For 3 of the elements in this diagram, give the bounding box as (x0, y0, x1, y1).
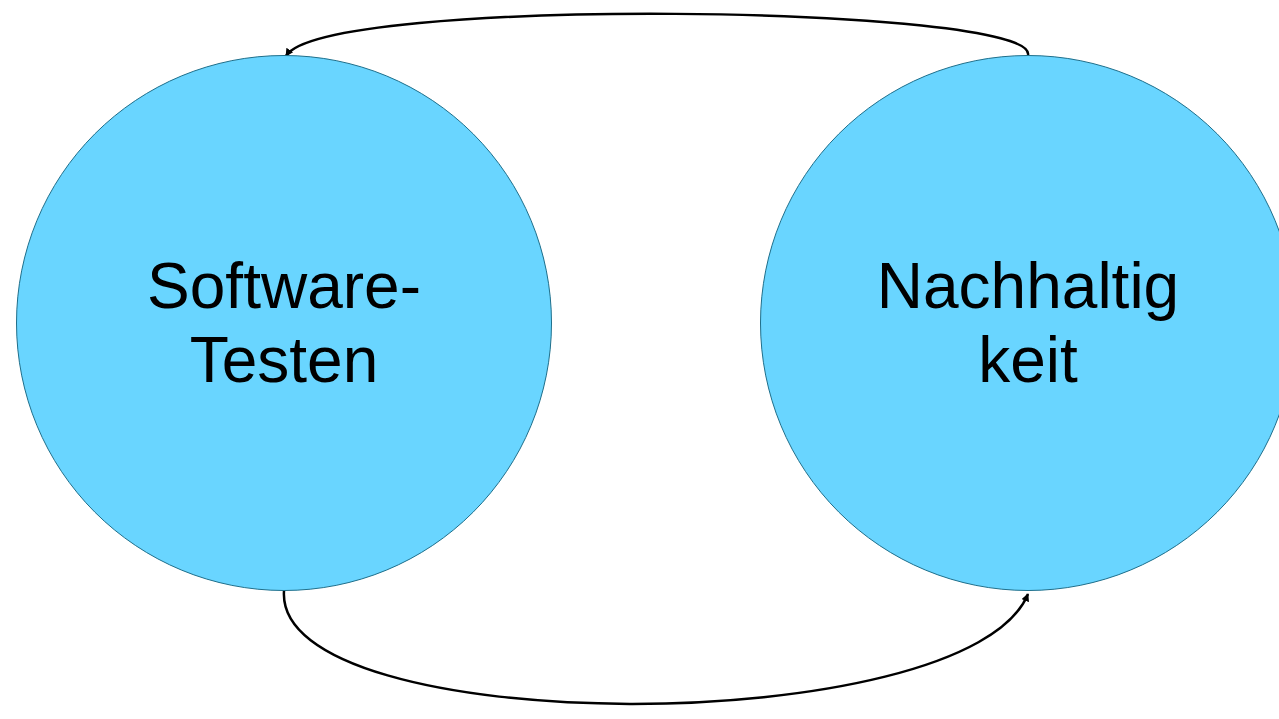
curved-arrow (282, 590, 1029, 706)
circle-label: Software-Testen (146, 249, 422, 397)
circle-label: Nachhaltig keit (875, 249, 1181, 397)
